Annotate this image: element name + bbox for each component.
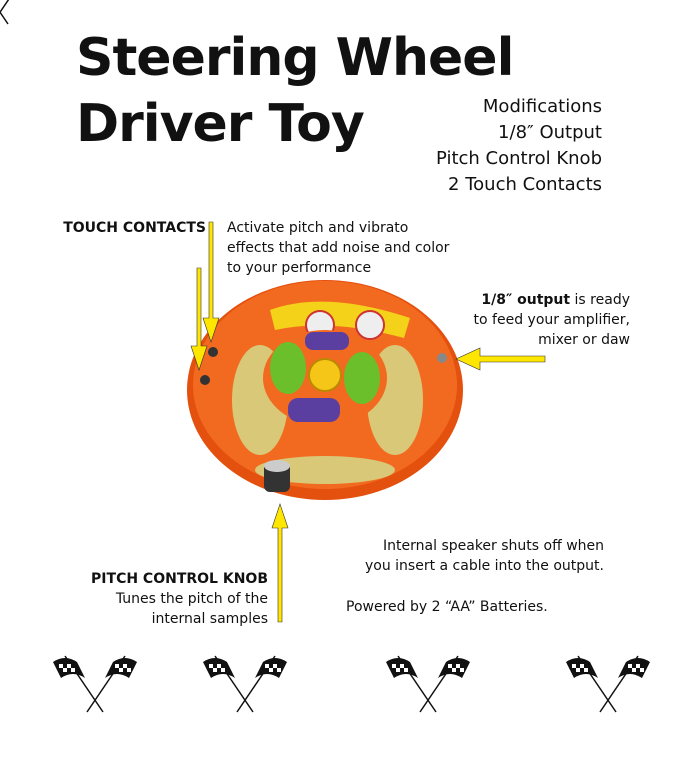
desc-line: Activate pitch and vibrato bbox=[227, 220, 409, 236]
pitch-knob-label: PITCH CONTROL KNOB bbox=[91, 571, 268, 587]
power-note: Powered by 2 “AA” Batteries. bbox=[346, 599, 548, 615]
desc-line: effects that add noise and color bbox=[227, 240, 450, 256]
arrow-touch-contact-1 bbox=[202, 221, 220, 343]
note-line: you insert a cable into the output. bbox=[364, 558, 604, 574]
pitch-knob-image bbox=[264, 460, 290, 492]
desc-line: mixer or daw bbox=[538, 332, 630, 348]
modification-item: 2 Touch Contacts bbox=[448, 174, 602, 195]
pitch-knob-description: PITCH CONTROL KNOB Tunes the pitch of th… bbox=[91, 569, 268, 629]
steering-wheel-image bbox=[187, 280, 463, 500]
title-line-2: Driver Toy bbox=[76, 94, 365, 154]
checkered-flags-icon bbox=[0, 0, 10, 25]
modifications-heading: Modifications bbox=[482, 96, 602, 117]
desc-line: to your performance bbox=[227, 260, 372, 276]
output-description: 1/8″ output is ready to feed your amplif… bbox=[474, 290, 630, 350]
modification-item: Pitch Control Knob bbox=[436, 148, 602, 169]
arrow-output bbox=[455, 347, 546, 371]
arrow-pitch-knob bbox=[271, 503, 289, 623]
touch-contacts-description: Activate pitch and vibrato effects that … bbox=[227, 218, 449, 278]
desc-line: is ready bbox=[570, 292, 630, 308]
arrow-touch-contact-2 bbox=[190, 267, 208, 371]
title-line-1: Steering Wheel bbox=[76, 28, 514, 88]
modifications-list: Modifications 1/8″ Output Pitch Control … bbox=[436, 94, 602, 198]
modification-item: 1/8″ Output bbox=[498, 122, 602, 143]
note-line: Internal speaker shuts off when bbox=[383, 538, 604, 554]
desc-line: Tunes the pitch of the bbox=[115, 591, 268, 607]
output-label: 1/8″ output bbox=[481, 292, 571, 308]
desc-line: to feed your amplifier, bbox=[473, 312, 630, 328]
touch-contacts-label: TOUCH CONTACTS bbox=[63, 220, 206, 236]
checkered-flags-row bbox=[0, 0, 10, 25]
desc-line: internal samples bbox=[151, 611, 268, 627]
speaker-note: Internal speaker shuts off when you inse… bbox=[365, 536, 604, 576]
